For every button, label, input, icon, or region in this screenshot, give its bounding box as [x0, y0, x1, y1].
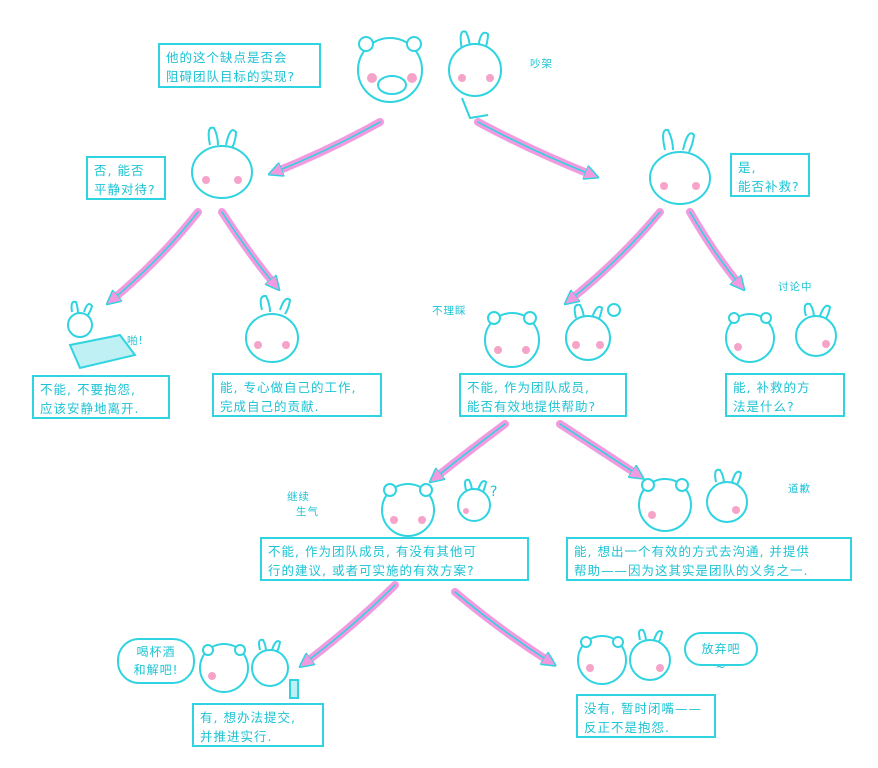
yes-no-tag: 不理睬 — [432, 305, 467, 317]
yes-question-box: 是, 能否补救? — [730, 153, 810, 197]
help-no-tag1: 继续 — [287, 491, 310, 503]
bear-apology-figure — [638, 478, 692, 532]
yes-yes-box: 能, 补救的方 法是什么? — [725, 373, 845, 417]
yes-line2: 能否补救? — [738, 179, 800, 195]
bear-discuss-figure — [725, 312, 775, 363]
rabbit-calm-figure — [191, 126, 253, 199]
rabbit-giveup-figure — [629, 628, 671, 681]
rabbit-angry-figure — [448, 30, 502, 120]
bear-angry-figure — [357, 36, 423, 103]
help-no-box: 不能, 作为团队成员, 有没有其他可 行的建议, 或者可实施的有效方案? — [260, 537, 529, 581]
no-question-box: 否, 能否 平静对待? — [86, 156, 166, 200]
arrow-help-yes — [556, 420, 638, 475]
no-no-line2: 应该安静地离开. — [40, 401, 140, 417]
rabbit-puzzled-figure — [457, 478, 491, 522]
giveup-bubble: 放弃吧~ — [684, 632, 758, 674]
no-no-line1: 不能, 不要抱怨, — [40, 382, 136, 397]
plan-no-box: 没有, 暂时闭嘴—— 反正不是抱怨. — [576, 694, 716, 738]
arrow-no-right — [218, 208, 275, 285]
yes-no-line1: 不能, 作为团队成员, — [467, 380, 590, 395]
no-yes-line2: 完成自己的贡献. — [220, 399, 320, 415]
help-yes-box: 能, 想出一个有效的方式去沟通, 并提供 帮助——因为这其实是团队的义务之一. — [566, 537, 852, 581]
rabbit-drink-figure — [251, 638, 299, 699]
yes-yes-line1: 能, 补救的方 — [733, 380, 811, 395]
yes-line1: 是, — [738, 160, 757, 175]
drink-bubble: 喝杯酒 和解吧! — [117, 638, 195, 684]
help-no-tag2: 生气 — [296, 506, 319, 518]
plan-no-line2: 反正不是抱怨. — [584, 720, 670, 736]
arrow-plan-no — [451, 588, 550, 662]
plan-no-line1: 没有, 暂时闭嘴—— — [584, 701, 702, 716]
plan-yes-box: 有, 想办法提交, 并推进实行. — [192, 703, 324, 747]
rabbit-working-figure — [245, 294, 299, 363]
arrow-yes-right — [686, 208, 740, 285]
help-no-tag3: ? — [490, 484, 499, 500]
help-yes-tag: 道歉 — [788, 483, 811, 495]
arrow-plan-yes — [305, 581, 399, 663]
root-line1: 他的这个缺点是否会 — [166, 50, 288, 65]
bear-drink-figure — [199, 643, 249, 693]
drink-bubble-line1: 喝杯酒 — [136, 645, 176, 659]
root-tag: 吵架 — [530, 58, 553, 70]
yes-no-line2: 能否有效地提供帮助? — [467, 399, 597, 415]
help-yes-line2: 帮助——因为这其实是团队的义务之一. — [574, 563, 809, 579]
root-question-box: 他的这个缺点是否会 阻碍团队目标的实现? — [158, 43, 321, 88]
no-no-box: 不能, 不要抱怨, 应该安静地离开. — [32, 375, 170, 419]
plan-yes-line2: 并推进实行. — [200, 729, 273, 745]
arrow-yes-left — [570, 208, 664, 300]
arrow-help-no — [435, 420, 509, 478]
plan-yes-line1: 有, 想办法提交, — [200, 710, 296, 725]
help-no-line2: 行的建议, 或者可实施的有效方案? — [268, 563, 475, 579]
no-no-tag: 啪! — [127, 335, 144, 347]
rabbit-apology-figure — [706, 468, 748, 523]
rabbit-idea-figure — [565, 303, 621, 361]
help-yes-line1: 能, 想出一个有效的方式去沟通, 并提供 — [574, 544, 810, 559]
bear-grumpy-figure — [484, 311, 540, 368]
rabbit-leaving-figure — [67, 300, 137, 370]
drink-bubble-line2: 和解吧! — [133, 663, 179, 677]
rabbit-thinking-figure — [649, 128, 711, 205]
yes-yes-tag: 讨论中 — [778, 281, 813, 293]
arrow-root-yes — [474, 118, 592, 175]
no-yes-line1: 能, 专心做自己的工作, — [220, 380, 357, 395]
yes-yes-line2: 法是什么? — [733, 399, 795, 415]
root-line2: 阻碍团队目标的实现? — [166, 69, 296, 85]
bear-quiet-figure — [577, 635, 627, 685]
bear-sulking-figure — [381, 483, 435, 537]
no-line1: 否, 能否 — [94, 163, 145, 178]
no-line2: 平静对待? — [94, 182, 156, 198]
rabbit-discuss-figure — [795, 302, 837, 357]
yes-no-box: 不能, 作为团队成员, 能否有效地提供帮助? — [459, 373, 627, 417]
arrow-root-no — [275, 118, 384, 172]
no-yes-box: 能, 专心做自己的工作, 完成自己的贡献. — [212, 373, 382, 417]
help-no-line1: 不能, 作为团队成员, 有没有其他可 — [268, 544, 477, 559]
arrow-no-left — [112, 208, 202, 300]
